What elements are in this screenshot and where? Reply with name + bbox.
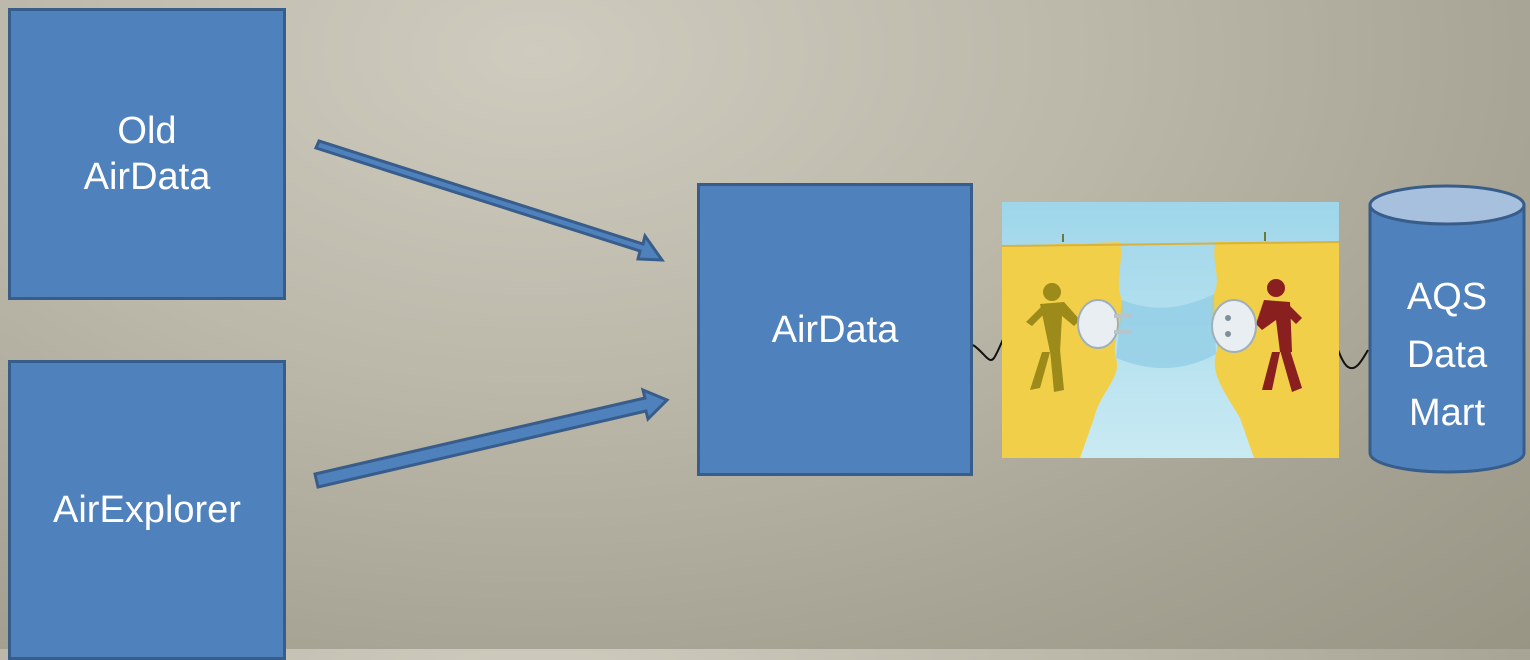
- aqs-data-mart-label: AQS Data Mart: [1406, 276, 1488, 434]
- airexplorer-label: AirExplorer: [53, 489, 241, 531]
- left-plug: [1077, 299, 1132, 349]
- airexplorer-box: AirExplorer: [8, 360, 286, 660]
- left-figure: [1026, 283, 1080, 392]
- right-socket: [1211, 299, 1257, 353]
- plug-connection-illustration: [1002, 202, 1339, 458]
- arrow-old-airdata-to-airdata: [313, 139, 665, 262]
- aqs-data-mart-cylinder: [1368, 184, 1526, 474]
- airdata-box: AirData: [697, 183, 973, 476]
- arrow-airexplorer-to-airdata: [313, 387, 670, 489]
- airdata-label: AirData: [771, 308, 899, 351]
- old-airdata-box: Old AirData: [8, 8, 286, 300]
- old-airdata-label: Old AirData: [83, 110, 211, 198]
- right-figure: [1256, 279, 1302, 392]
